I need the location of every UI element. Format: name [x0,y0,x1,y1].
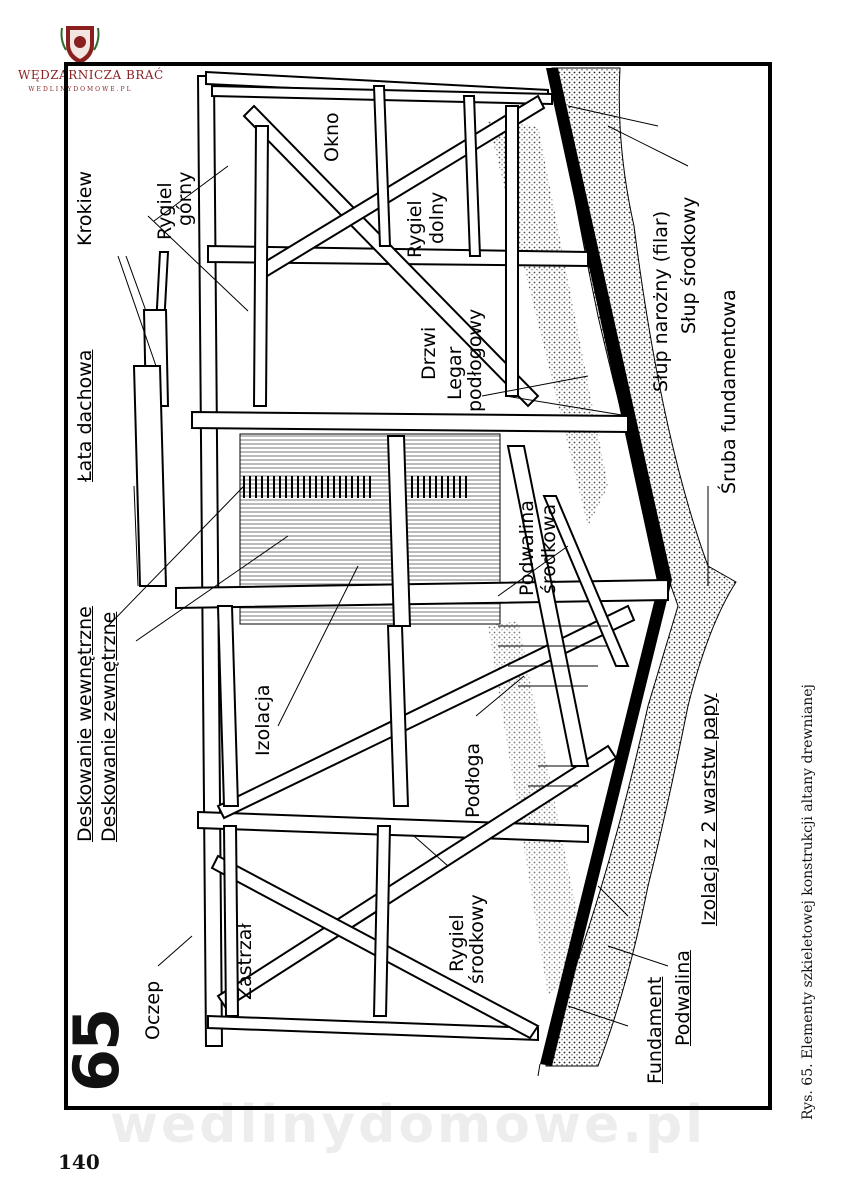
page-number: 140 [58,1150,100,1174]
figure-caption: Rys. 65. Elementy szkieletowej konstrukc… [800,684,816,1120]
label-sruba-fundamentowa: Śruba fundamentowa [718,289,740,494]
label-okno: Okno [321,112,343,162]
figure-frame: Okno Rygiel górny Krokiew Rygiel dolny Ł… [64,62,772,1110]
figure-number: 65 [60,1009,133,1092]
label-drzwi: Drzwi [418,326,440,380]
label-krokiew: Krokiew [74,171,96,246]
altana-frame-drawing [107,67,737,1077]
label-podloga: Podłoga [462,742,484,818]
lata-dachowa-member [132,365,168,587]
label-podwalina: Podwalina [672,950,694,1046]
logo: WĘDZARNICZA BRAĆ WEDLINYDOMOWE.PL [18,20,164,100]
label-lata-dachowa: Łata dachowa [74,349,96,482]
watermark: wedlinydomowe.pl [110,1095,707,1155]
label-rygiel-dolny-1: Rygiel [404,200,426,258]
label-fundament: Fundament [644,976,666,1084]
zastrzal-member [216,744,618,1010]
label-oczep: Oczep [142,980,164,1040]
label-legar-2: podłogowy [464,308,486,412]
label-izolacja-papy: Izolacja z 2 warstw papy [698,693,720,926]
label-deskowanie-zewnetrzne: Deskowanie zewnętrzne [98,611,120,842]
label-rygiel-gorny-1: Rygiel [154,182,176,240]
label-rygiel-dolny-2: dolny [426,191,448,244]
brand-domain: WEDLINYDOMOWE.PL [28,86,133,93]
label-deskowanie-wewnetrzne: Deskowanie wewnętrzne [74,606,96,842]
brand-name: WĘDZARNICZA BRAĆ [18,68,164,82]
label-rygiel-srodkowy-2: środkowy [466,894,488,984]
oczep-member [196,75,224,1047]
label-izolacja: Izolacja [252,684,274,757]
label-rygiel-gorny-2: górny [174,171,196,226]
label-podwalina-srodkowa-2: środkowa [538,503,560,594]
label-slup-srodkowy: Słup środkowy [678,196,700,334]
label-rygiel-srodkowy-1: Rygiel [446,914,468,972]
label-legar-1: Legar [444,346,466,400]
label-podwalina-srodkowa-1: Podwalina [516,500,538,596]
crest-icon [60,26,100,64]
label-slup-narozny: Słup narożny (filar) [650,210,672,392]
label-zastrzal: Zastrzał [234,923,256,1000]
